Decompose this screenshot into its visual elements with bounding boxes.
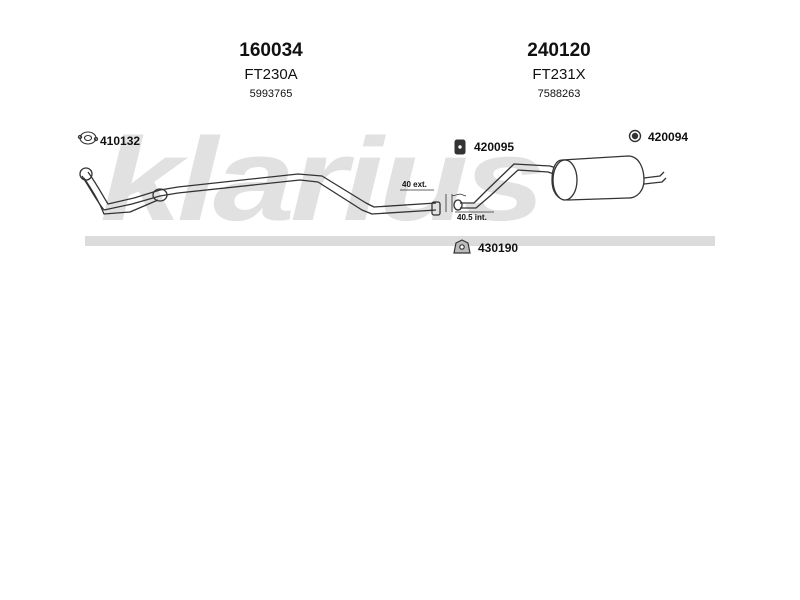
section-2-part-number: 240120 <box>527 40 591 61</box>
section-1-oe-number: 5993765 <box>249 88 293 100</box>
klarius-watermark: klarius <box>80 112 720 252</box>
rear-section-240120 <box>453 155 667 211</box>
section-2-oe-number: 7588263 <box>537 88 581 100</box>
accessory-420095-number: 420095 <box>474 140 515 154</box>
accessory-430190-number: 430190 <box>478 241 519 255</box>
dimension-int-label: 40.5 int. <box>457 213 487 222</box>
gasket-icon <box>77 131 99 145</box>
accessory-410132-number: 410132 <box>100 134 141 148</box>
dimension-callouts <box>400 189 494 213</box>
clamp-icon <box>454 139 466 155</box>
accessory-420094-number: 420094 <box>648 130 689 144</box>
watermark-logo-text: klarius <box>100 114 546 246</box>
rubber-mount-icon <box>453 239 471 254</box>
front-pipe-160034 <box>79 167 441 216</box>
dimension-ext-label: 40 ext. <box>402 180 427 189</box>
section-2-code: FT231X <box>532 66 586 83</box>
section-1-part-number: 160034 <box>239 40 303 61</box>
ring-icon <box>628 129 642 143</box>
section-1-code: FT230A <box>244 66 298 83</box>
watermark-underline <box>85 236 715 246</box>
